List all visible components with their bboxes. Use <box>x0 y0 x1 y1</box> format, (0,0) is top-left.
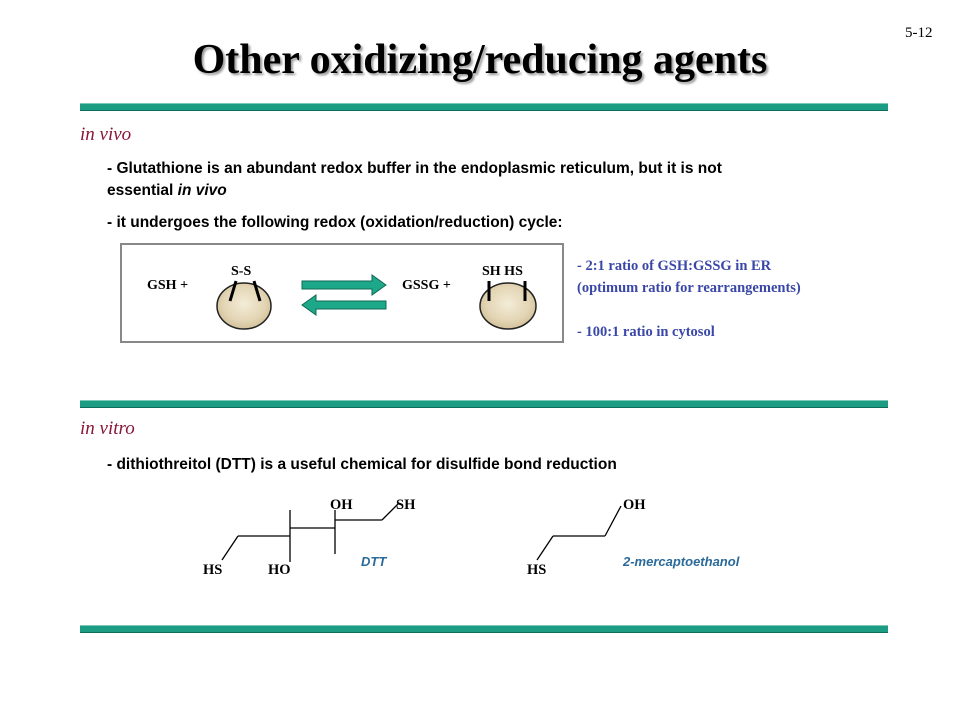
forward-arrow-icon <box>301 274 387 296</box>
disulfide-bond-label: S-S <box>231 264 252 279</box>
note-cytosol-ratio: - 100:1 ratio in cytosol <box>577 324 715 340</box>
me-oh-label: OH <box>623 497 646 513</box>
reduced-protein-shape <box>479 282 537 330</box>
slide-title: Other oxidizing/reducing agents <box>192 37 768 83</box>
oxidized-protein-shape <box>216 282 272 330</box>
me-hs-label: HS <box>527 562 547 578</box>
bullet-redox-cycle: - it undergoes the following redox (oxid… <box>107 214 563 231</box>
ratio-notes: - 2:1 ratio of GSH:GSSG in ER (optimum r… <box>577 255 801 343</box>
section-label-in-vitro: in vitro <box>80 418 135 439</box>
note-optimum: (optimum ratio for rearrangements) <box>577 280 801 296</box>
divider-bottom <box>80 625 888 633</box>
divider-middle <box>80 400 888 408</box>
redox-cycle-diagram <box>216 274 537 330</box>
mercaptoethanol-skeleton <box>536 505 622 561</box>
thiol-label: SH HS <box>482 264 523 279</box>
bullet-glutathione-line2: essential <box>107 182 178 199</box>
section-label-in-vivo: in vivo <box>80 124 132 145</box>
left-bond-line-1 <box>228 280 238 302</box>
note-er-ratio: - 2:1 ratio of GSH:GSSG in ER <box>577 258 772 274</box>
bullet-glutathione: - Glutathione is an abundant redox buffe… <box>107 158 887 202</box>
dtt-name-label: DTT <box>361 554 387 569</box>
chemical-structures <box>221 503 622 562</box>
dtt-hs-label: HS <box>203 562 223 578</box>
bullet-glutathione-line1: - Glutathione is an abundant redox buffe… <box>107 160 722 177</box>
left-bond-line-2 <box>252 280 262 302</box>
dtt-ho-label: HO <box>268 562 291 578</box>
page-number: 5-12 <box>905 25 933 41</box>
dtt-oh-label: OH <box>330 497 353 513</box>
reverse-arrow-icon <box>301 294 387 316</box>
bullet-glutathione-italic: in vivo <box>177 182 227 199</box>
dtt-skeleton <box>221 503 399 562</box>
dtt-sh-label: SH <box>396 497 416 513</box>
divider-top <box>80 103 888 111</box>
redox-cycle-box <box>120 243 564 343</box>
gssg-label: GSSG + <box>402 278 451 293</box>
me-name-label: 2-mercaptoethanol <box>623 554 740 569</box>
gsh-label: GSH + <box>147 278 189 293</box>
bullet-dtt: - dithiothreitol (DTT) is a useful chemi… <box>107 456 617 473</box>
